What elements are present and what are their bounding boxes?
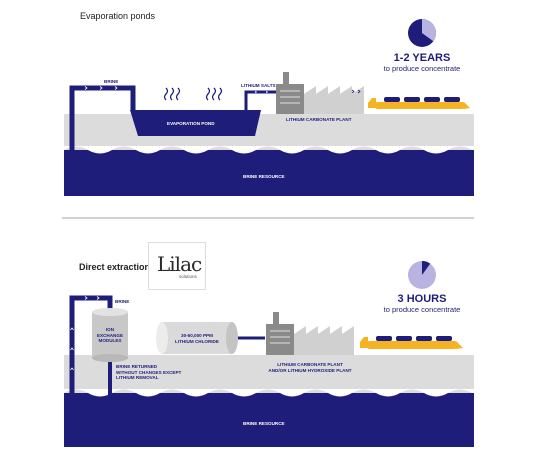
brine-resource-pool-top (64, 150, 474, 196)
ground-band-bottom (64, 355, 474, 393)
evaporation-time-small: to produce concentrate (383, 64, 461, 73)
evaporation-title: Evaporation ponds (80, 11, 156, 21)
water-wave-bottom (64, 389, 474, 397)
lithium-salts-pipe (244, 90, 278, 110)
ion-exchange-module (92, 308, 128, 362)
lithium-carbonate-plant-top (276, 72, 364, 114)
flow-arrows-top (84, 86, 118, 90)
direct-extraction-section (64, 246, 474, 447)
label-brine-resource-bottom: BRINE RESOURCE (243, 421, 285, 426)
direct-time-small: to produce concentrate (383, 305, 461, 314)
lilac-logo-subtext: solutions (179, 274, 197, 279)
flow-arrows-plant-top (351, 89, 361, 94)
label-brine-resource-top: BRINE RESOURCE (243, 174, 285, 179)
lithium-chloride-tank (156, 322, 238, 354)
evaporation-section (64, 19, 474, 196)
ground-band-top (64, 114, 474, 150)
direct-title: Direct extraction (79, 262, 151, 272)
evaporation-time-big: 1-2 YEARS (393, 52, 451, 64)
steam-icon (163, 87, 223, 101)
lilac-logo: Lilac solutions (148, 242, 206, 290)
flow-arrows-salts (254, 90, 269, 94)
label-lithium-chloride: 30-60,000 PPM LITHIUM CHLORIDE (175, 333, 219, 344)
time-pie-chart-top (408, 19, 437, 47)
label-lithium-salts: LITHIUM SALTS (241, 83, 276, 88)
time-pie-chart-bottom (408, 261, 436, 289)
label-brine-top: BRINE (104, 79, 119, 84)
lilac-logo-text: Lilac (157, 252, 202, 276)
water-wave-top (64, 146, 474, 154)
truck-icon-top (368, 97, 470, 109)
lithium-plant-bottom (266, 312, 354, 355)
label-brine-bottom: BRINE (115, 299, 130, 304)
label-brine-returned: BRINE RETURNED WITHOUT CHANGES EXCEPT LI… (116, 364, 182, 381)
brine-resource-pool-bottom (64, 393, 474, 447)
evaporation-pond (130, 110, 261, 136)
direct-time-big: 3 HOURS (397, 293, 447, 305)
label-evaporation-pond: EVAPORATION POND (167, 121, 215, 126)
label-ion-exchange: ION EXCHANGE MODULES (96, 327, 124, 344)
brine-pipe-bottom (69, 295, 113, 412)
truck-icon-bottom (360, 336, 463, 349)
flow-arrows-bottom (70, 296, 100, 371)
label-plant-top: LITHIUM CARBONATE PLANT (286, 117, 352, 122)
label-plant-bottom: LITHIUM CARBONATE PLANT AND/OR LITHIUM H… (268, 362, 352, 373)
